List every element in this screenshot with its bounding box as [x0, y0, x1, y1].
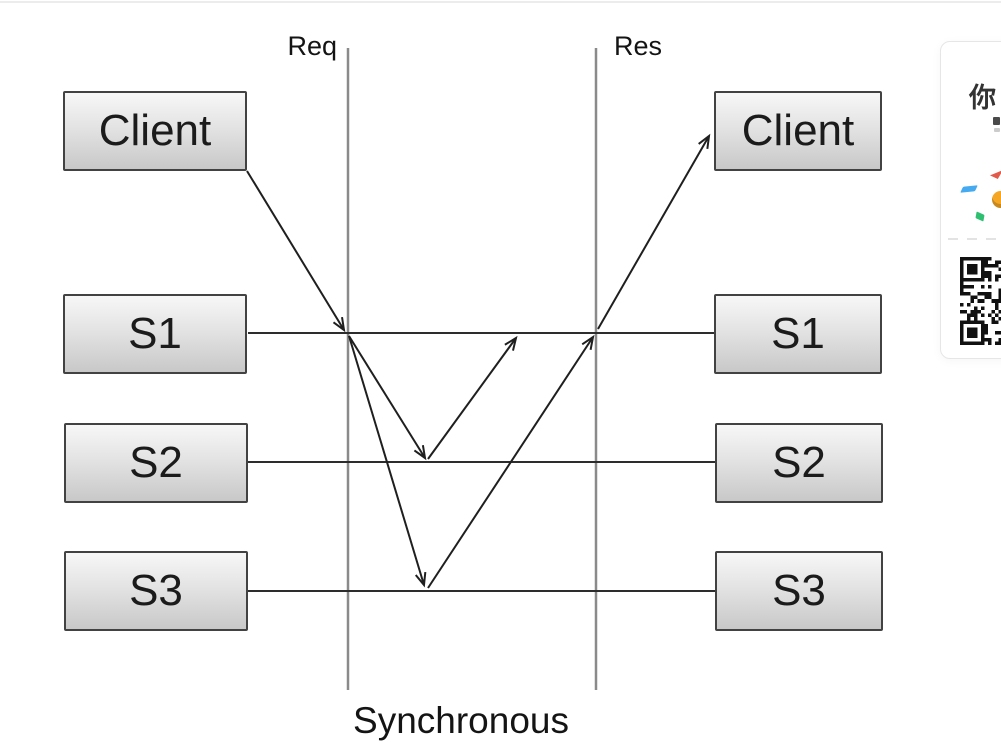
node-label: S1 [771, 309, 825, 358]
node-right-s1: S1 [714, 294, 882, 374]
arrow-s2-return [427, 335, 518, 460]
coin-icon [992, 191, 1001, 208]
arrow-client-to-s1 [246, 170, 346, 333]
promo-subtext-fragment [993, 117, 1000, 125]
node-label: S3 [772, 566, 826, 615]
qr-code [960, 257, 1001, 345]
node-left-client: Client [63, 91, 247, 171]
arrow-s1-to-s3 [348, 335, 427, 588]
req-label: Req [287, 31, 337, 61]
arrow-s1-to-s2 [348, 335, 427, 461]
promo-card: 你 [940, 41, 1001, 359]
confetti-blue [960, 185, 978, 193]
res-label: Res [614, 31, 663, 61]
confetti-red [990, 170, 1001, 179]
node-left-s2: S2 [64, 423, 248, 503]
promo-subtext-fragment [994, 128, 1000, 132]
node-label: Client [98, 106, 212, 155]
arrow-s3-return [427, 334, 595, 589]
node-left-s3: S3 [64, 551, 248, 631]
node-left-s1: S1 [63, 294, 247, 374]
diagram-caption: Synchronous [353, 700, 569, 741]
top-divider-line [0, 1, 1001, 3]
node-right-s2: S2 [715, 423, 883, 503]
promo-title-fragment: 你 [969, 83, 996, 113]
node-right-s3: S3 [715, 551, 883, 631]
node-right-client: Client [714, 91, 882, 171]
node-label: S2 [772, 438, 826, 487]
confetti-green [975, 211, 985, 222]
arrow-s1-to-client [597, 133, 711, 330]
node-label: S1 [128, 309, 182, 358]
node-label: Client [741, 106, 855, 155]
dashed-divider [948, 238, 1001, 240]
node-label: S3 [129, 566, 183, 615]
node-label: S2 [129, 438, 183, 487]
